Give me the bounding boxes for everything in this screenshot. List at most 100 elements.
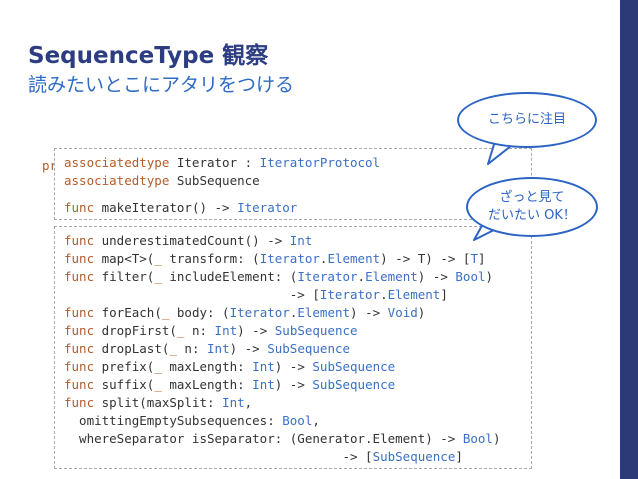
code-keyword: func <box>64 269 95 284</box>
code-line: func split(maxSplit: Int, <box>64 394 531 412</box>
code-text: ) <box>417 305 426 320</box>
code-text: . <box>289 305 298 320</box>
callout-skim-line2: だいたい OK！ <box>488 208 576 223</box>
code-text: SubSequence <box>169 173 260 188</box>
code-text: underestimatedCount() -> <box>94 233 290 248</box>
code-text: transform: ( <box>161 251 260 266</box>
code-line: func dropFirst(_ n: Int) -> SubSequence <box>64 322 531 340</box>
code-text: ) -> <box>274 377 313 392</box>
code-type: Iterator <box>229 305 290 320</box>
code-type: T <box>470 251 478 266</box>
code-text: , <box>244 395 253 410</box>
code-type: Iterator <box>237 200 298 215</box>
code-keyword: func <box>64 323 95 338</box>
code-text: -> [ <box>64 449 373 464</box>
code-keyword: func <box>64 377 95 392</box>
code-type: Void <box>387 305 418 320</box>
code-type: Int <box>252 377 275 392</box>
code-blank-line <box>64 190 531 199</box>
code-keyword: _ <box>176 323 185 338</box>
code-text: omittingEmptySubsequences: <box>64 413 283 428</box>
code-text: ] <box>455 449 463 464</box>
code-text: . <box>357 269 366 284</box>
code-keyword: func <box>64 341 95 356</box>
code-type: SubSequence <box>312 377 396 392</box>
code-text: ) -> <box>237 323 275 338</box>
code-keyword: _ <box>154 269 162 284</box>
code-line: associatedtype Iterator : IteratorProtoc… <box>64 154 531 172</box>
code-line: func dropLast(_ n: Int) -> SubSequence <box>64 340 531 358</box>
code-keyword: func <box>64 233 95 248</box>
code-text: Iterator : <box>169 155 260 170</box>
code-text: ) <box>485 269 494 284</box>
code-text: includeElement: ( <box>161 269 298 284</box>
code-line: func forEach(_ body: (Iterator.Element) … <box>64 304 531 322</box>
code-text: maxLength: <box>161 359 253 374</box>
code-type: Iterator <box>259 251 320 266</box>
code-keyword: func <box>64 305 95 320</box>
code-text: n: <box>176 341 208 356</box>
callout-focus-text: こちらに注目 <box>487 112 566 127</box>
code-keyword: func <box>64 359 95 374</box>
code-text: ) -> <box>350 305 388 320</box>
slide-subtitle: 読みたいとこにアタリをつける <box>28 74 295 96</box>
code-text: whereSeparator isSeparator: (Generator.E… <box>64 431 463 446</box>
code-line: -> [SubSequence] <box>64 448 531 466</box>
code-line: func makeIterator() -> Iterator <box>64 199 531 217</box>
code-type: IteratorProtocol <box>259 155 381 170</box>
code-type: Element <box>297 305 351 320</box>
code-type: Int <box>252 359 275 374</box>
code-text: dropLast( <box>94 341 170 356</box>
code-keyword: _ <box>154 359 162 374</box>
code-type: Element <box>387 287 441 302</box>
code-keyword: func <box>64 200 95 215</box>
code-keyword: _ <box>154 377 162 392</box>
code-line: func suffix(_ maxLength: Int) -> SubSequ… <box>64 376 531 394</box>
accent-bar <box>620 0 638 479</box>
code-text: -> [ <box>64 287 320 302</box>
code-text: split(maxSplit: <box>94 395 223 410</box>
code-type: Iterator <box>297 269 358 284</box>
code-line: omittingEmptySubsequences: Bool, <box>64 412 531 430</box>
code-keyword: associatedtype <box>64 173 170 188</box>
code-text: body: ( <box>169 305 230 320</box>
code-type: Bool <box>462 431 493 446</box>
code-text: filter( <box>94 269 155 284</box>
code-text: makeIterator() -> <box>94 200 238 215</box>
code-line: whereSeparator isSeparator: (Generator.E… <box>64 430 531 448</box>
code-text: ] <box>477 251 486 266</box>
code-type: Bool <box>282 413 313 428</box>
code-text: dropFirst( <box>94 323 177 338</box>
code-type: Int <box>214 323 238 338</box>
code-text: , <box>312 413 320 428</box>
code-line: -> [Iterator.Element] <box>64 286 531 304</box>
code-keyword: func <box>64 251 95 266</box>
code-text: ) -> T) -> [ <box>380 251 471 266</box>
code-type: Bool <box>455 269 486 284</box>
code-line: func prefix(_ maxLength: Int) -> SubSequ… <box>64 358 531 376</box>
code-type: Element <box>365 269 418 284</box>
code-text: ) -> <box>229 341 268 356</box>
code-text: forEach( <box>94 305 162 320</box>
code-type: Int <box>289 233 313 248</box>
code-text: ) <box>492 431 501 446</box>
code-type: Int <box>207 341 230 356</box>
code-text: n: <box>184 323 215 338</box>
code-box-associated-types: associatedtype Iterator : IteratorProtoc… <box>54 148 532 220</box>
code-type: Element <box>327 251 381 266</box>
callout-focus: こちらに注目 <box>457 92 597 148</box>
code-type: Iterator <box>319 287 381 302</box>
code-text: ) -> <box>417 269 456 284</box>
code-type: Int <box>222 395 245 410</box>
code-keyword: _ <box>169 341 177 356</box>
code-keyword: _ <box>154 251 162 266</box>
code-text: ) -> <box>274 359 313 374</box>
code-text: . <box>319 251 328 266</box>
code-text: maxLength: <box>161 377 253 392</box>
callout-skim-line1: ざっと見て <box>499 190 565 205</box>
code-line: func map<T>(_ transform: (Iterator.Eleme… <box>64 250 531 268</box>
code-text: prefix( <box>94 359 155 374</box>
code-text: . <box>380 287 388 302</box>
code-type: SubSequence <box>312 359 396 374</box>
code-keyword: associatedtype <box>64 155 170 170</box>
